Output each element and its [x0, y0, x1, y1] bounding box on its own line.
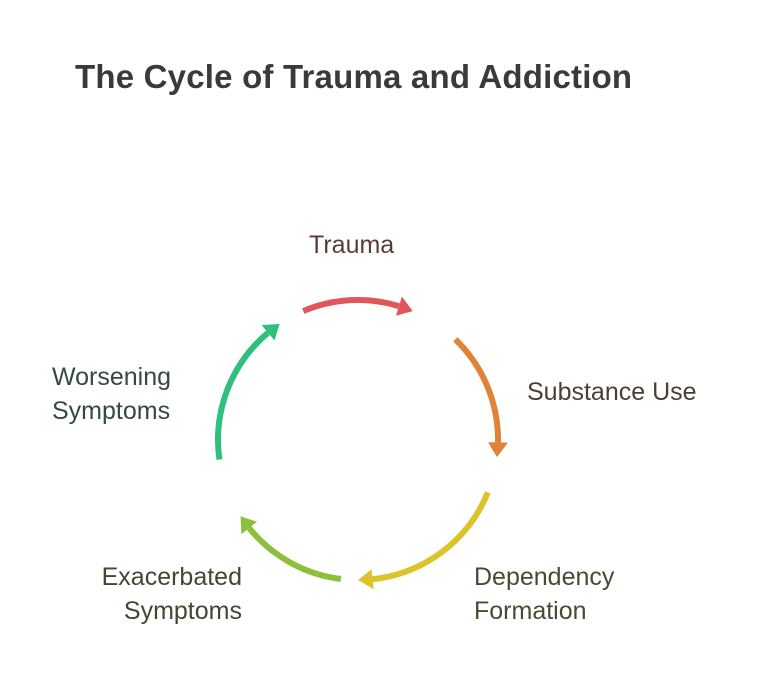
stage-label-line: Symptoms [123, 597, 242, 625]
stage-label-line: Dependency [474, 563, 615, 591]
stage-label-line: Worsening [52, 363, 172, 391]
arrowhead-exacerbated-to-worsening [240, 516, 257, 535]
arrowhead-trauma-to-substance-use [396, 296, 413, 316]
stage-label-worsening-symptoms: Worsening Symptoms [52, 360, 171, 428]
stage-label-substance-use: Substance Use [527, 375, 697, 409]
arrowhead-dependency-to-exacerbated [358, 569, 374, 590]
stage-label-line: Symptoms [52, 397, 171, 425]
stage-label-exacerbated-symptoms: Exacerbated Symptoms [82, 560, 242, 628]
arrowhead-worsening-to-trauma [261, 323, 280, 341]
stage-label-line: Exacerbated [101, 563, 242, 591]
arrows-group [215, 296, 508, 590]
arrow-substance-use-to-dependency [453, 337, 502, 443]
arrow-exacerbated-to-worsening [246, 526, 342, 582]
arrow-dependency-to-exacerbated [372, 491, 491, 583]
stage-label-line: Substance Use [527, 378, 697, 406]
stage-label-line: Formation [474, 597, 587, 625]
stage-label-dependency-formation: Dependency Formation [474, 560, 614, 628]
arrow-trauma-to-substance-use [302, 297, 400, 314]
arrowhead-substance-use-to-dependency [488, 442, 508, 458]
diagram-title: The Cycle of Trauma and Addiction [75, 58, 633, 95]
arrow-worsening-to-trauma [215, 330, 270, 460]
stage-label-line: Trauma [309, 231, 395, 259]
stage-label-trauma: Trauma [309, 228, 394, 262]
